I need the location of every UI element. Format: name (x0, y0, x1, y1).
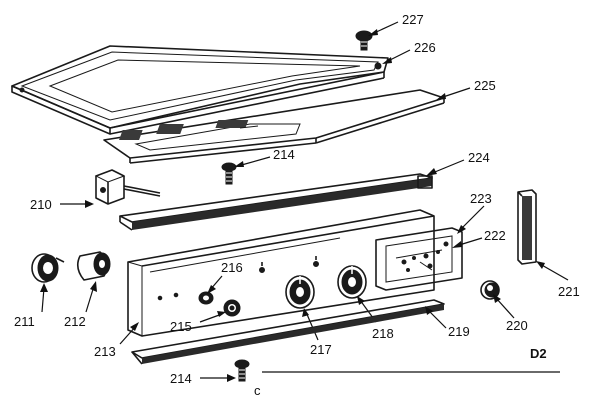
label-225: 225 (474, 78, 496, 93)
screw-214-bottom (234, 359, 250, 382)
knob-211 (31, 253, 65, 283)
leader-224 (426, 159, 465, 176)
lid-frame-226 (11, 45, 389, 135)
label-219: 219 (448, 324, 470, 339)
knob-217 (285, 275, 315, 309)
leader-219 (425, 306, 447, 329)
label-220: 220 (506, 318, 528, 333)
lamp-socket-210 (94, 169, 161, 205)
leader-213 (119, 322, 139, 345)
leader-222 (452, 237, 483, 248)
label-210: 210 (30, 197, 52, 212)
label-215: 215 (170, 319, 192, 334)
screw-214-mid (221, 162, 237, 185)
label-216: 216 (221, 260, 243, 275)
timer-face-222 (395, 241, 449, 272)
glass-panel-225 (103, 89, 445, 164)
label-218: 218 (372, 326, 394, 341)
leader-221 (536, 261, 569, 281)
label-214-bottom: 214 (170, 371, 192, 386)
knob-218 (337, 265, 367, 299)
label-214-mid: 214 (273, 147, 295, 162)
footnote-mark: c (254, 383, 261, 398)
leader-216 (207, 275, 223, 294)
leader-227 (368, 21, 399, 36)
leader-220 (493, 294, 515, 319)
label-222: 222 (484, 228, 506, 243)
cap-220 (480, 280, 500, 300)
leader-212 (85, 281, 97, 313)
label-213: 213 (94, 344, 116, 359)
sheet-label: D2 (530, 346, 547, 361)
label-221: 221 (558, 284, 580, 299)
label-211: 211 (14, 314, 35, 329)
label-223: 223 (470, 191, 492, 206)
control-panel-213 (127, 209, 435, 337)
leader-215 (199, 311, 226, 323)
knob-212 (76, 251, 111, 281)
leader-210 (60, 200, 94, 208)
leader-223 (457, 205, 485, 234)
trim-219 (131, 299, 445, 365)
screw-227 (355, 30, 373, 51)
timer-window-223 (375, 227, 463, 291)
leader-226 (382, 49, 411, 64)
label-227: 227 (402, 12, 424, 27)
label-212: 212 (64, 314, 86, 329)
leader-214-bottom (200, 374, 236, 382)
leader-214-mid (234, 156, 271, 167)
leader-217 (302, 308, 319, 341)
label-224: 224 (468, 150, 490, 165)
button-215 (223, 299, 241, 317)
label-226: 226 (414, 40, 436, 55)
leader-211 (40, 283, 48, 313)
label-217: 217 (310, 342, 332, 357)
switch-221 (517, 189, 537, 265)
leader-225 (436, 87, 471, 100)
indicator-216 (198, 291, 214, 305)
rail-224 (119, 173, 433, 231)
